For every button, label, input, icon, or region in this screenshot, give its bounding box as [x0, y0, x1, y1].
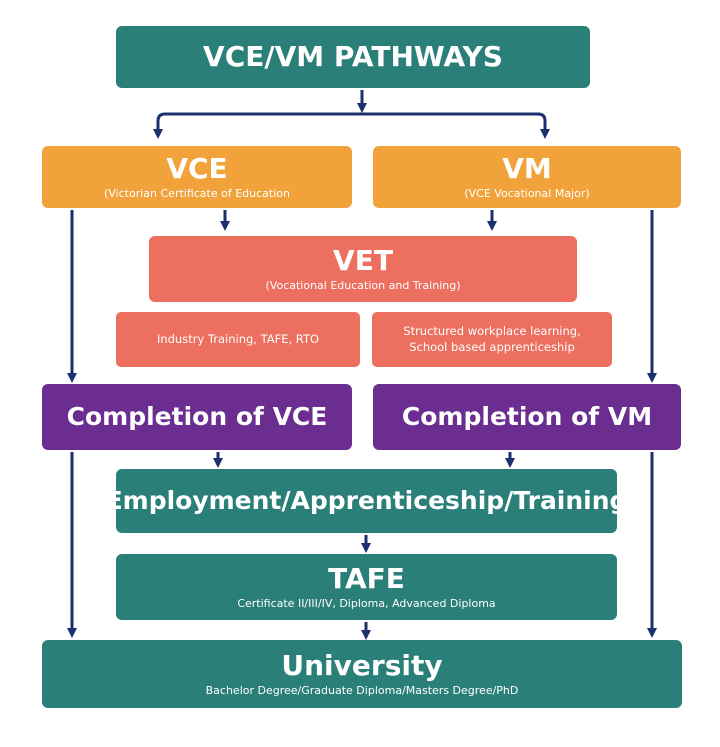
diagram-title: VCE/VM PATHWAYS [203, 40, 503, 74]
vce-title: VCE [166, 152, 228, 186]
tafe-title: TAFE [328, 562, 405, 596]
vm-subtitle: (VCE Vocational Major) [464, 186, 590, 200]
vm-box: VM (VCE Vocational Major) [373, 146, 681, 208]
vet-option-right: Structured workplace learning, School ba… [372, 312, 612, 367]
university-box: University Bachelor Degree/Graduate Dipl… [42, 640, 682, 708]
completion-vce-box: Completion of VCE [42, 384, 352, 450]
university-title: University [281, 649, 443, 683]
vet-option-left: Industry Training, TAFE, RTO [116, 312, 360, 367]
completion-vce-label: Completion of VCE [66, 401, 328, 431]
employment-box: Employment/Apprenticeship/Training [106, 469, 627, 533]
vet-option-right-line2: School based apprenticeship [409, 339, 575, 354]
tafe-subtitle: Certificate II/III/IV, Diploma, Advanced… [237, 596, 496, 610]
title-box: VCE/VM PATHWAYS [116, 26, 590, 88]
vm-title: VM [502, 152, 552, 186]
employment-label: Employment/Apprenticeship/Training [105, 485, 628, 515]
arrow-split-left [153, 112, 362, 139]
vet-box: VET (Vocational Education and Training) [149, 236, 577, 302]
vce-box: VCE (Victorian Certificate of Education [42, 146, 352, 208]
arrow-split-right [362, 112, 550, 139]
vce-subtitle: (Victorian Certificate of Education [103, 186, 290, 200]
completion-vm-box: Completion of VM [373, 384, 681, 450]
university-subtitle: Bachelor Degree/Graduate Diploma/Masters… [205, 683, 519, 697]
completion-vm-label: Completion of VM [401, 401, 653, 431]
tafe-box: TAFE Certificate II/III/IV, Diploma, Adv… [116, 554, 617, 620]
vet-subtitle: (Vocational Education and Training) [265, 278, 461, 292]
vet-option-left-label: Industry Training, TAFE, RTO [156, 331, 320, 346]
vet-title: VET [333, 244, 393, 278]
vet-option-right-line1: Structured workplace learning, [403, 323, 581, 338]
